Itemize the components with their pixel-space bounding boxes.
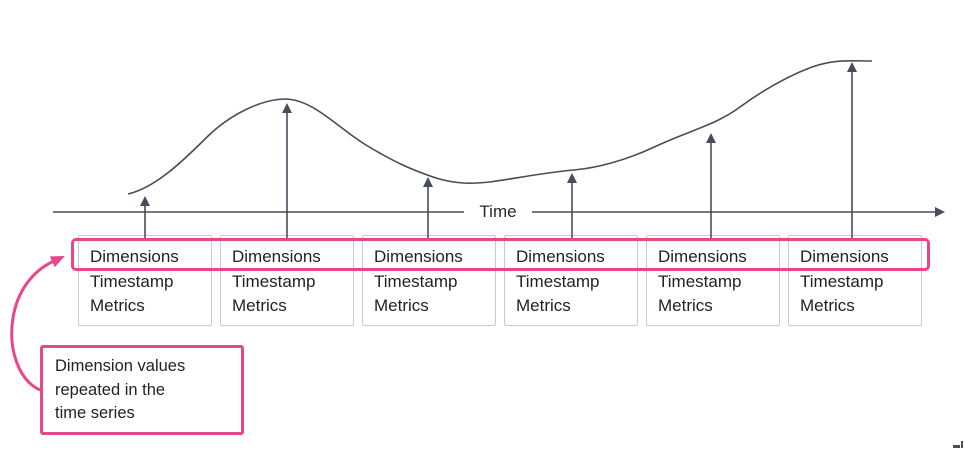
callout-note: Dimension values repeated in the time se… (40, 345, 244, 435)
record-box-metrics: Metrics (374, 296, 429, 315)
artifact-fragment (953, 445, 960, 448)
artifact-fragment (960, 441, 963, 448)
record-box-timestamp: Timestamp (232, 271, 316, 291)
callout-arrow (10, 256, 65, 392)
record-box-dimensions: Dimensions (232, 247, 321, 266)
record-box: Dimensions Timestamp Metrics (362, 235, 496, 326)
record-box-timestamp: Timestamp (516, 271, 600, 291)
record-box: Dimensions Timestamp Metrics (504, 235, 638, 326)
record-box-dimensions: Dimensions (374, 247, 463, 266)
record-box-dimensions: Dimensions (658, 247, 747, 266)
record-box-timestamp: Timestamp (90, 271, 174, 291)
record-box-dimensions: Dimensions (90, 247, 179, 266)
time-series-curve (127, 59, 873, 195)
record-box-metrics: Metrics (516, 296, 571, 315)
record-box: Dimensions Timestamp Metrics (646, 235, 780, 326)
record-box-metrics: Metrics (232, 296, 287, 315)
time-axis-label: Time (464, 200, 532, 224)
record-box-timestamp: Timestamp (374, 271, 458, 291)
callout-note-line: time series (55, 404, 135, 422)
sample-arrows (140, 62, 857, 241)
record-box-dimensions: Dimensions (516, 247, 605, 266)
record-box: Dimensions Timestamp Metrics (220, 235, 354, 326)
record-box: Dimensions Timestamp Metrics (78, 235, 212, 326)
record-box-metrics: Metrics (658, 296, 713, 315)
callout-note-line: Dimension values (55, 357, 186, 375)
callout-note-line: repeated in the (55, 380, 166, 399)
record-box-dimensions: Dimensions (800, 247, 889, 266)
record-box-metrics: Metrics (800, 296, 855, 315)
record-box-metrics: Metrics (90, 296, 145, 315)
record-box-timestamp: Timestamp (800, 271, 884, 291)
bottom-right-artifact (953, 441, 963, 449)
record-box: Dimensions Timestamp Metrics (788, 235, 922, 326)
record-box-timestamp: Timestamp (658, 271, 742, 291)
